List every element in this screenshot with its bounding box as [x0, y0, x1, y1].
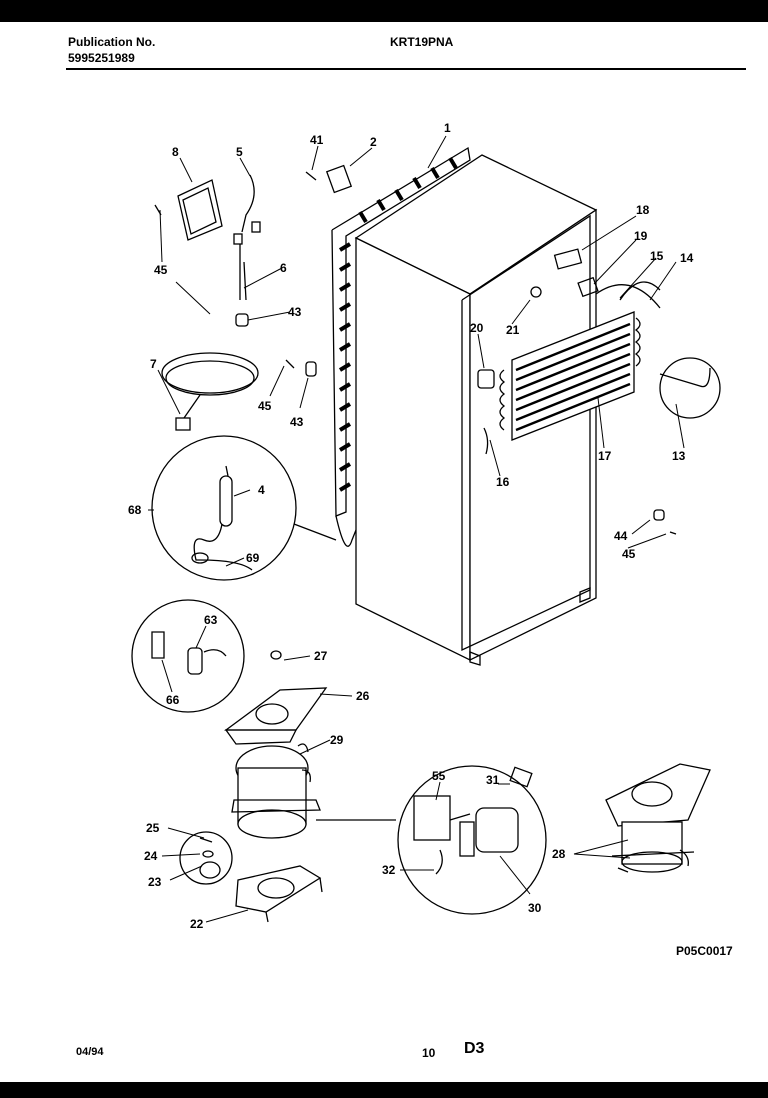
- compressor-assembly: [605, 763, 711, 873]
- callout-5: 5: [236, 145, 243, 159]
- publication-label: Publication No.: [68, 35, 156, 49]
- callout-18: 18: [636, 203, 650, 217]
- callout-69: 69: [246, 551, 260, 565]
- callout-28: 28: [552, 847, 566, 861]
- callout-63: 63: [204, 613, 218, 627]
- footer-section: D3: [464, 1040, 485, 1057]
- callout-24: 24: [144, 849, 158, 863]
- callout-43-a: 43: [288, 305, 302, 319]
- evaporator-coil: [499, 311, 641, 441]
- model-number: KRT19PNA: [390, 35, 454, 49]
- publication-number: 5995251989: [68, 51, 135, 65]
- thermostat-detail: [151, 435, 337, 581]
- callout-26: 26: [356, 689, 370, 703]
- callout-66: 66: [166, 693, 180, 707]
- callout-21: 21: [506, 323, 520, 337]
- callout-25: 25: [146, 821, 160, 835]
- callout-30: 30: [528, 901, 542, 915]
- cabinet: [354, 154, 598, 666]
- callout-2: 2: [370, 135, 377, 149]
- grommet-detail: [179, 831, 233, 885]
- callout-27: 27: [314, 649, 328, 663]
- callout-41: 41: [310, 133, 324, 147]
- footer-page-number: 10: [422, 1046, 436, 1060]
- leader-lines: [148, 135, 685, 923]
- callout-45-a: 45: [154, 263, 168, 277]
- callout-32: 32: [382, 863, 396, 877]
- upper-left-parts: [154, 164, 353, 431]
- callout-7: 7: [150, 357, 157, 371]
- callout-43-b: 43: [290, 415, 304, 429]
- callout-6: 6: [280, 261, 287, 275]
- callout-68: 68: [128, 503, 142, 517]
- compressor: [231, 743, 396, 839]
- back-condenser-coil: [331, 146, 471, 547]
- base-pan: [235, 865, 323, 923]
- callout-8: 8: [172, 145, 179, 159]
- callout-19: 19: [634, 229, 648, 243]
- callout-17: 17: [598, 449, 612, 463]
- header-rule: [66, 68, 746, 70]
- callout-14: 14: [680, 251, 694, 265]
- drain-pan: [224, 650, 328, 745]
- upper-right-parts: [477, 248, 721, 535]
- callout-45-b: 45: [258, 399, 272, 413]
- footer-date: 04/94: [76, 1046, 104, 1058]
- bottom-border: [0, 1082, 768, 1098]
- callout-13: 13: [672, 449, 686, 463]
- callout-29: 29: [330, 733, 344, 747]
- callout-4: 4: [258, 483, 265, 497]
- drawing-code: P05C0017: [676, 944, 733, 958]
- callout-15: 15: [650, 249, 664, 263]
- callout-22: 22: [190, 917, 204, 931]
- relay-detail: [397, 765, 547, 915]
- callout-31: 31: [486, 773, 500, 787]
- callout-1: 1: [444, 121, 451, 135]
- callout-44: 44: [614, 529, 628, 543]
- capacitor-detail: [131, 599, 245, 713]
- callout-45-c: 45: [622, 547, 636, 561]
- callout-16: 16: [496, 475, 510, 489]
- callout-23: 23: [148, 875, 162, 889]
- callout-55: 55: [432, 769, 446, 783]
- top-border: [0, 0, 768, 22]
- callout-20: 20: [470, 321, 484, 335]
